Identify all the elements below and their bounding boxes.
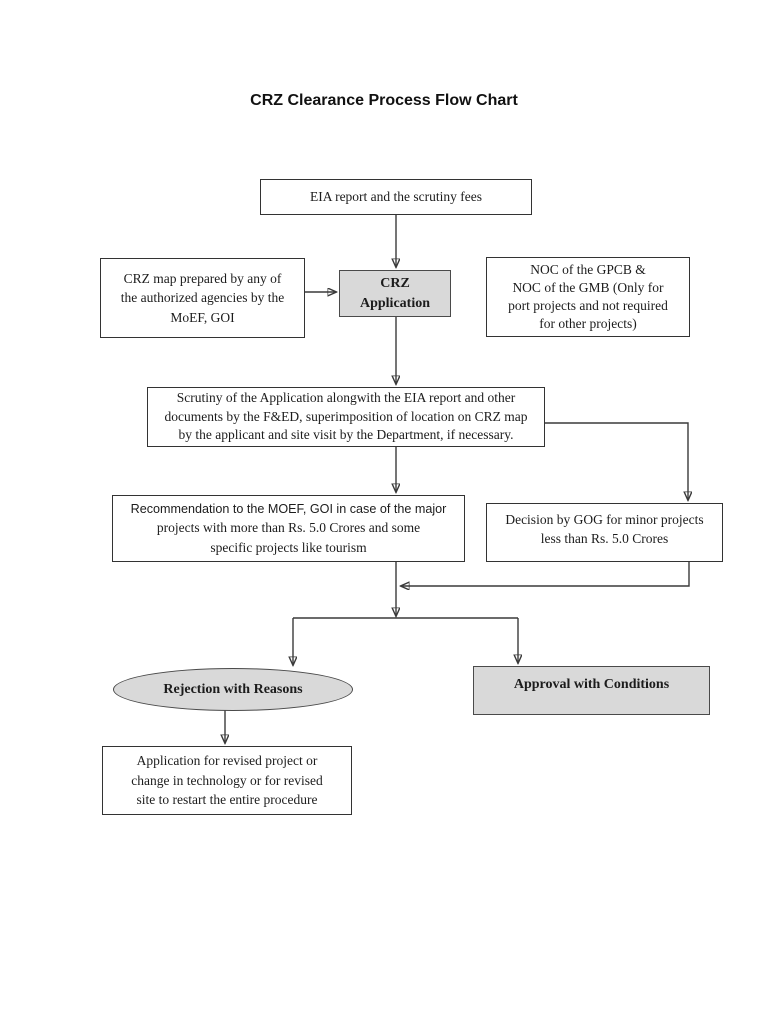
node-decision-line1: Decision by GOG for minor projects (505, 512, 704, 527)
node-scrutiny-line1: Scrutiny of the Application alongwith th… (176, 390, 516, 406)
node-revised-application: Application for revised project or chang… (102, 746, 352, 815)
node-noc-line2: NOC of the GMB (Only for (512, 279, 664, 295)
node-decision-line2: less than Rs. 5.0 Crores (540, 531, 669, 547)
node-rejection-text: Rejection with Reasons (163, 681, 303, 697)
node-recommendation-line1: Recommendation to the MOEF, GOI in case … (130, 501, 447, 516)
node-eia-report-text: EIA report and the scrutiny fees (309, 189, 483, 205)
node-revised-line3: site to restart the entire procedure (136, 792, 318, 808)
node-eia-report: EIA report and the scrutiny fees (260, 179, 532, 215)
node-crz-map: CRZ map prepared by any of the authorize… (100, 258, 305, 338)
node-recommendation: Recommendation to the MOEF, GOI in case … (112, 495, 465, 562)
node-scrutiny-line3: by the applicant and site visit by the D… (178, 427, 514, 443)
node-revised-line1: Application for revised project or (136, 753, 318, 769)
node-crz-application: CRZ Application (339, 270, 451, 317)
node-approval-text: Approval with Conditions (513, 677, 670, 692)
node-crz-application-line1: CRZ (380, 275, 410, 291)
node-noc-line1: NOC of the GPCB & (530, 261, 646, 277)
node-crz-map-line1: CRZ map prepared by any of (123, 271, 282, 287)
page-title: CRZ Clearance Process Flow Chart (250, 92, 518, 109)
arrow-decision-to-merge (401, 562, 690, 586)
arrow-scrutiny-to-decision (545, 422, 688, 500)
node-decision-gog: Decision by GOG for minor projects less … (486, 503, 723, 562)
node-crz-map-line3: MoEF, GOI (170, 309, 235, 325)
node-crz-map-line2: the authorized agencies by the (120, 290, 285, 306)
node-noc-line4: for other projects) (539, 316, 637, 332)
node-noc: NOC of the GPCB & NOC of the GMB (Only f… (486, 257, 690, 337)
node-revised-line2: change in technology or for revised (131, 772, 323, 788)
node-crz-application-line2: Application (359, 295, 430, 311)
node-recommendation-line3: specific projects like tourism (210, 539, 367, 555)
node-scrutiny: Scrutiny of the Application alongwith th… (147, 387, 545, 447)
node-noc-line3: port projects and not required (508, 298, 668, 313)
node-rejection: Rejection with Reasons (113, 668, 353, 711)
node-scrutiny-line2: documents by the F&ED, superimposition o… (164, 408, 528, 424)
node-approval: Approval with Conditions (473, 666, 710, 715)
node-recommendation-line2: projects with more than Rs. 5.0 Crores a… (156, 520, 421, 536)
